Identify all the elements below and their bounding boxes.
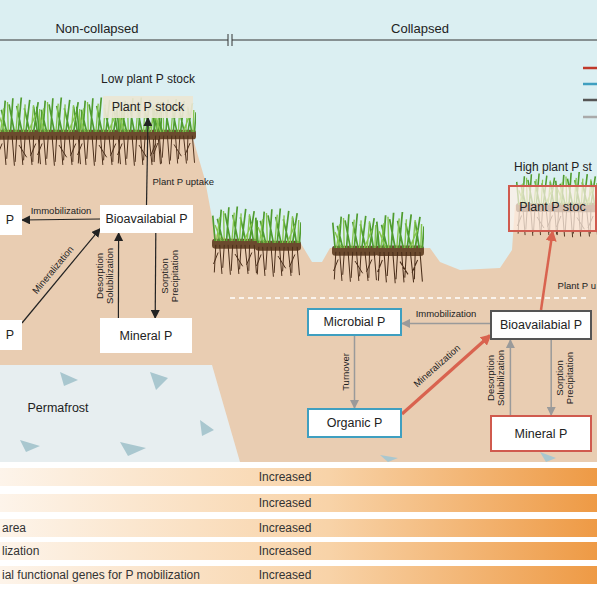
pool-box: Bioavailabial P: [100, 205, 193, 233]
legend-line: [583, 116, 597, 119]
trend-band: area Increased: [0, 519, 597, 537]
connector: [550, 340, 552, 415]
connector: [147, 118, 149, 205]
band-text: Increased: [259, 544, 312, 558]
trend-band: ial functional genes for P mobilization I…: [0, 566, 597, 584]
edge-label: Sorption Precipitation: [555, 342, 575, 414]
band-text: Increased: [259, 521, 312, 535]
edge-label: Immobilization: [416, 309, 477, 319]
edge-label: Sorption Precipitation: [160, 240, 180, 312]
ice-shard: [20, 372, 556, 462]
node-text: Bioavailabial P: [500, 318, 582, 332]
band-text: lization: [2, 544, 39, 558]
plant-tuft: [0, 98, 597, 284]
trend-band: Increased: [0, 494, 597, 512]
pool-box: Mineral P: [100, 318, 192, 353]
connector: [541, 232, 553, 310]
band-text: ial functional genes for P mobilization: [2, 568, 200, 582]
connector: [402, 336, 490, 415]
text-label: Non-collapsed: [55, 21, 138, 36]
node-text: Microbial P: [324, 315, 386, 329]
band-text: Increased: [259, 496, 312, 510]
trend-band: lization Increased: [0, 542, 597, 560]
pool-box: Microbial P: [307, 308, 402, 336]
node-text: Mineral P: [515, 427, 568, 441]
text-label: Low plant P stock: [101, 72, 195, 86]
pool-box: P: [0, 205, 22, 235]
plant-stock-box: Plant P stoc: [508, 185, 597, 232]
plant-stock-box: Plant P stock: [103, 96, 193, 118]
edge-label: Turnover: [341, 353, 351, 391]
text-label: Permafrost: [27, 401, 88, 415]
text-label: Collapsed: [391, 21, 449, 36]
connector: [155, 233, 157, 318]
sky: [0, 0, 597, 462]
legend-line: [583, 83, 597, 86]
bracket-line: [0, 34, 597, 46]
text-label: High plant P st: [514, 160, 592, 174]
node-text: Plant P stock: [112, 100, 185, 114]
edge-label: Immobilization: [31, 206, 92, 216]
node-text: P: [6, 328, 14, 342]
node-text: Organic P: [327, 416, 383, 430]
connector: [118, 233, 119, 318]
connector: [510, 340, 512, 415]
legend-line: [583, 99, 597, 102]
edge-label: Plant P u: [558, 281, 596, 291]
connector: [22, 229, 100, 323]
band-text: Increased: [259, 568, 312, 582]
edge-label: Plant P uptake: [152, 177, 214, 187]
node-text: Bioavailabial P: [106, 212, 188, 226]
band-text: Increased: [259, 470, 312, 484]
soil: [0, 135, 597, 462]
band-text: area: [2, 521, 26, 535]
pool-box: P: [0, 320, 22, 350]
connector: [402, 323, 490, 325]
connector: [22, 219, 100, 220]
pool-box: Organic P: [307, 408, 402, 438]
trend-band: Increased: [0, 468, 597, 486]
node-text: Plant P stoc: [519, 200, 585, 214]
node-text: P: [6, 213, 14, 227]
legend-line: [583, 67, 597, 70]
connector: [354, 336, 356, 408]
thaw-line: [230, 297, 590, 299]
node-text: Mineral P: [120, 329, 173, 343]
edge-label: Desorption Solubilization: [95, 240, 115, 312]
pool-box: Bioavailabial P: [490, 310, 592, 340]
edge-label: Desorption Solubilization: [486, 342, 506, 414]
pool-box: Mineral P: [490, 415, 592, 452]
